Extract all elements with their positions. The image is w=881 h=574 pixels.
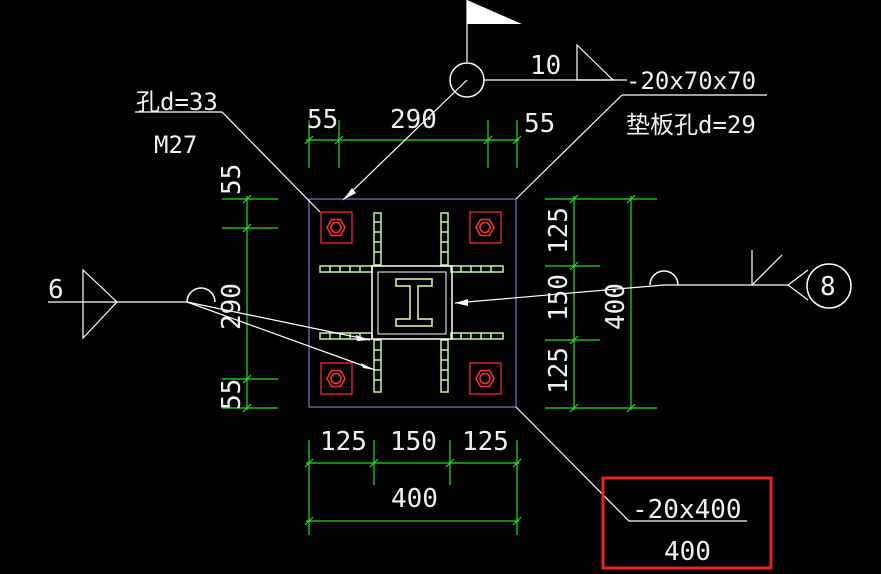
- bolt-size-label: M27: [154, 131, 197, 159]
- dim-right-middle: 150: [544, 274, 574, 321]
- plate-spec-second: 400: [664, 537, 711, 567]
- weld-all-around-icon: [449, 62, 485, 98]
- anchor-bolt-top-right-icon: [469, 211, 502, 244]
- column-box-outer: [371, 265, 453, 340]
- weld-semicircle-right-icon: [649, 270, 679, 286]
- plate-spec-label: -20x400: [632, 495, 742, 525]
- anchor-bolt-bottom-left-icon: [320, 362, 353, 395]
- dim-top-left: 55: [307, 105, 338, 135]
- h-section-icon: [395, 278, 433, 327]
- reference-circle-icon: [806, 263, 852, 309]
- dim-right-top: 125: [544, 207, 574, 254]
- dim-left-top: 55: [217, 164, 247, 195]
- weld-size-top: 10: [530, 51, 561, 81]
- highlight-box: [601, 476, 773, 570]
- weld-semicircle-left-icon: [186, 287, 216, 303]
- weld-ref-number: 8: [820, 272, 836, 302]
- dim-right-bottom: 125: [544, 347, 574, 394]
- dim-left-bottom: 55: [217, 379, 247, 410]
- dim-bottom-total: 400: [391, 484, 438, 514]
- dimension-lines: [222, 120, 657, 535]
- column-box-inner: [377, 271, 447, 335]
- washer-spec-label: -20x70x70: [626, 67, 756, 95]
- stiffeners: [319, 212, 504, 393]
- weld-size-left: 6: [48, 275, 64, 305]
- dim-top-middle: 290: [390, 105, 437, 135]
- leader-lines: [48, 0, 809, 522]
- weld-flag-icon: [467, 0, 522, 24]
- dim-bottom-right: 125: [462, 427, 509, 457]
- dim-bottom-left: 125: [320, 427, 367, 457]
- base-plate-outline: [308, 198, 517, 408]
- leader-arrowheads: [343, 188, 468, 370]
- dim-bottom-middle: 150: [390, 427, 437, 457]
- anchor-bolt-top-left-icon: [320, 211, 353, 244]
- hole-diameter-label: 孔d=33: [136, 88, 218, 116]
- dim-top-right: 55: [524, 109, 555, 139]
- anchor-bolt-bottom-right-icon: [469, 362, 502, 395]
- dim-right-total: 400: [601, 283, 631, 330]
- dim-left-middle: 290: [217, 283, 247, 330]
- washer-hole-label: 垫板孔d=29: [626, 111, 756, 139]
